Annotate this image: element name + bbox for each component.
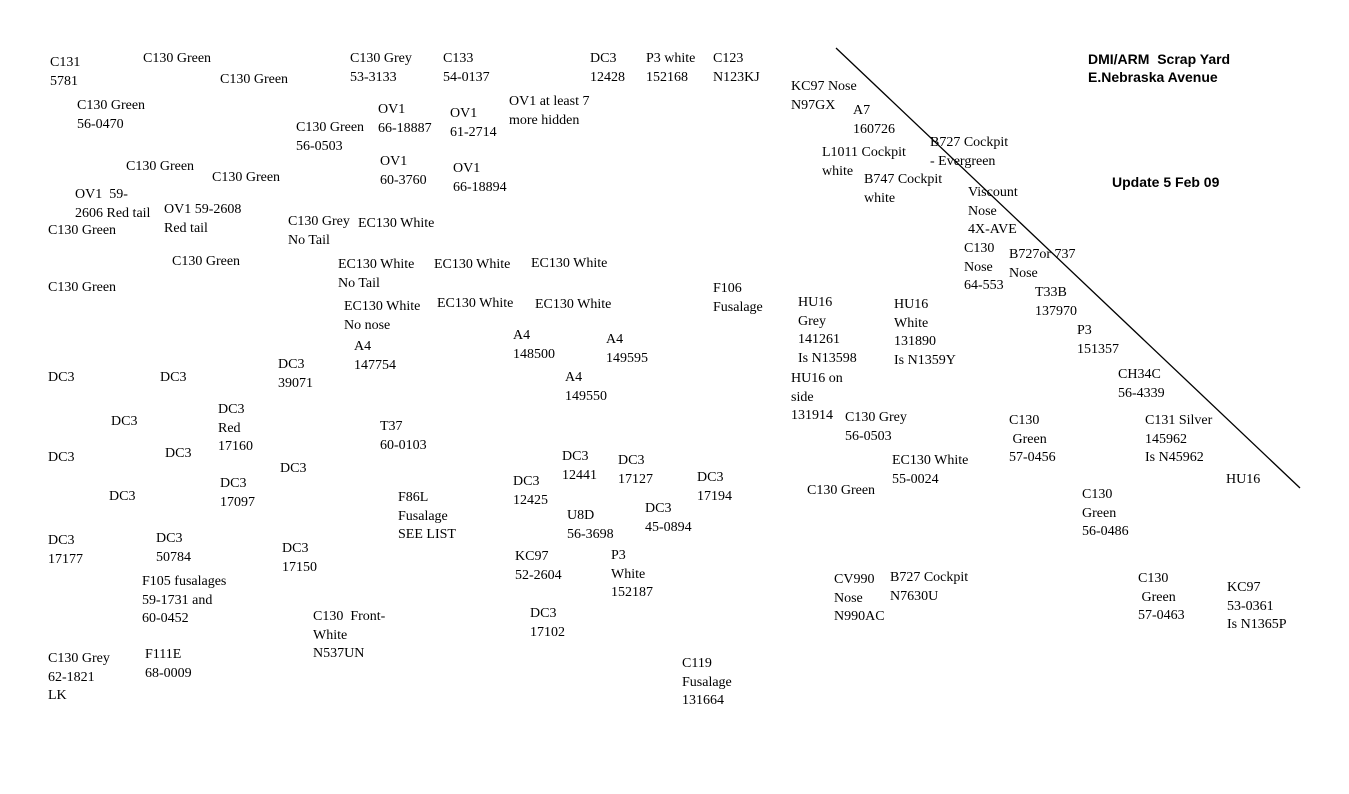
aircraft-label: U8D 56-3698 — [567, 508, 614, 542]
aircraft-label: T37 60-0103 — [380, 419, 427, 453]
aircraft-label: DC3 — [111, 414, 138, 429]
aircraft-label: EC130 White — [437, 296, 514, 311]
aircraft-label: DC3 45-0894 — [645, 501, 692, 535]
aircraft-label: C130 Green 56-0470 — [77, 98, 146, 132]
aircraft-label: HU16 White 131890 Is N1359Y — [894, 297, 956, 368]
aircraft-label: T33B 137970 — [1035, 285, 1077, 319]
aircraft-label: B747 Cockpit white — [864, 172, 943, 206]
aircraft-label: DC3 17177 — [48, 533, 83, 567]
aircraft-label: DC3 50784 — [156, 531, 191, 565]
aircraft-label: DC3 — [165, 446, 192, 461]
aircraft-label: C130 Green — [807, 483, 876, 498]
aircraft-label: EC130 White — [531, 256, 608, 271]
aircraft-label: C130 Green — [126, 159, 195, 174]
aircraft-label: C130 Grey No Tail — [288, 214, 350, 248]
aircraft-label: F106 Fusalage — [713, 281, 763, 315]
aircraft-label: DC3 17097 — [220, 476, 255, 510]
aircraft-label: EC130 White No nose — [344, 299, 421, 333]
aircraft-label: OV1 66-18887 — [378, 102, 432, 136]
aircraft-label: DC3 17102 — [530, 606, 565, 640]
aircraft-label: C130 Nose 64-553 — [964, 241, 1004, 293]
aircraft-label: DC3 Red 17160 — [218, 402, 253, 454]
aircraft-label: P3 151357 — [1077, 323, 1119, 357]
map-title-line1: DMI/ARM Scrap Yard — [1088, 51, 1231, 67]
aircraft-label: C130 Grey 62-1821 LK — [48, 651, 110, 703]
aircraft-label: Viscount Nose 4X-AVE — [968, 185, 1018, 237]
aircraft-label: OV1 61-2714 — [450, 106, 497, 140]
aircraft-label: EC130 White — [358, 216, 435, 231]
aircraft-label: C131 Silver 145962 Is N45962 — [1145, 413, 1213, 465]
aircraft-label: CV990 Nose N990AC — [834, 572, 885, 624]
aircraft-label: C123 N123KJ — [713, 51, 760, 85]
aircraft-label: HU16 Grey 141261 Is N13598 — [798, 295, 857, 366]
aircraft-label: A4 148500 — [513, 328, 555, 362]
aircraft-label: EC130 White — [434, 257, 511, 272]
aircraft-label: KC97 53-0361 Is N1365P — [1227, 580, 1287, 632]
aircraft-label: DC3 12428 — [590, 51, 625, 85]
aircraft-label: A4 149550 — [565, 370, 607, 404]
aircraft-label: DC3 12441 — [562, 449, 597, 483]
aircraft-label: C130 Grey 53-3133 — [350, 51, 412, 85]
aircraft-label: C130 Green 57-0463 — [1138, 571, 1185, 623]
aircraft-label: DC3 17150 — [282, 541, 317, 575]
aircraft-label: C130 Green — [48, 223, 117, 238]
aircraft-label: C130 Green 57-0456 — [1009, 413, 1056, 465]
aircraft-label: OV1 60-3760 — [380, 154, 427, 188]
aircraft-label: KC97 52-2604 — [515, 549, 562, 583]
aircraft-label: F111E 68-0009 — [145, 647, 192, 681]
aircraft-label: C131 5781 — [50, 55, 81, 89]
aircraft-label: EC130 White — [535, 297, 612, 312]
aircraft-label: F86L Fusalage SEE LIST — [398, 490, 456, 542]
aircraft-label: C130 Green — [143, 51, 212, 66]
aircraft-label: DC3 17194 — [697, 470, 732, 504]
aircraft-label: KC97 Nose N97GX — [791, 79, 857, 113]
aircraft-label: OV1 59-2608 Red tail — [164, 202, 242, 236]
aircraft-label: CH34C 56-4339 — [1118, 367, 1165, 401]
aircraft-label: A7 160726 — [853, 103, 895, 137]
aircraft-label: A4 149595 — [606, 332, 648, 366]
aircraft-label: C130 Grey 56-0503 — [845, 410, 907, 444]
aircraft-label: DC3 — [48, 450, 75, 465]
aircraft-label: B727or 737 Nose — [1009, 247, 1076, 281]
aircraft-label: P3 white 152168 — [646, 51, 696, 85]
aircraft-label: C130 Green — [172, 254, 241, 269]
aircraft-label: DC3 — [280, 461, 307, 476]
aircraft-label: EC130 White No Tail — [338, 257, 415, 291]
aircraft-label: DC3 12425 — [513, 474, 548, 508]
aircraft-label: HU16 — [1226, 472, 1261, 487]
aircraft-label: DC3 17127 — [618, 453, 653, 487]
aircraft-label: C130 Green 56-0486 — [1082, 487, 1129, 539]
aircraft-label: DC3 39071 — [278, 357, 313, 391]
aircraft-label: C130 Green — [48, 280, 117, 295]
aircraft-label: C119 Fusalage 131664 — [682, 656, 732, 708]
update-date: Update 5 Feb 09 — [1112, 174, 1220, 190]
aircraft-label: EC130 White 55-0024 — [892, 453, 969, 487]
aircraft-label: C133 54-0137 — [443, 51, 490, 85]
aircraft-label: F105 fusalages 59-1731 and 60-0452 — [142, 574, 227, 626]
aircraft-label: OV1 59- 2606 Red tail — [75, 187, 151, 221]
aircraft-label: DC3 — [48, 370, 75, 385]
aircraft-label: B727 Cockpit N7630U — [890, 570, 969, 604]
aircraft-label: C130 Green — [220, 72, 289, 87]
aircraft-label: L1011 Cockpit white — [822, 145, 906, 179]
aircraft-label: A4 147754 — [354, 339, 396, 373]
aircraft-label: C130 Green 56-0503 — [296, 120, 365, 154]
aircraft-label: C130 Green — [212, 170, 281, 185]
aircraft-label: OV1 at least 7 more hidden — [509, 94, 590, 128]
aircraft-label: B727 Cockpit - Evergreen — [930, 135, 1009, 169]
map-title-line2: E.Nebraska Avenue — [1088, 69, 1218, 85]
aircraft-label: DC3 — [160, 370, 187, 385]
aircraft-label: DC3 — [109, 489, 136, 504]
aircraft-label: P3 White 152187 — [611, 548, 653, 600]
aircraft-label: HU16 on side 131914 — [791, 371, 843, 423]
aircraft-label: OV1 66-18894 — [453, 161, 507, 195]
aircraft-label: C130 Front- White N537UN — [313, 609, 386, 661]
